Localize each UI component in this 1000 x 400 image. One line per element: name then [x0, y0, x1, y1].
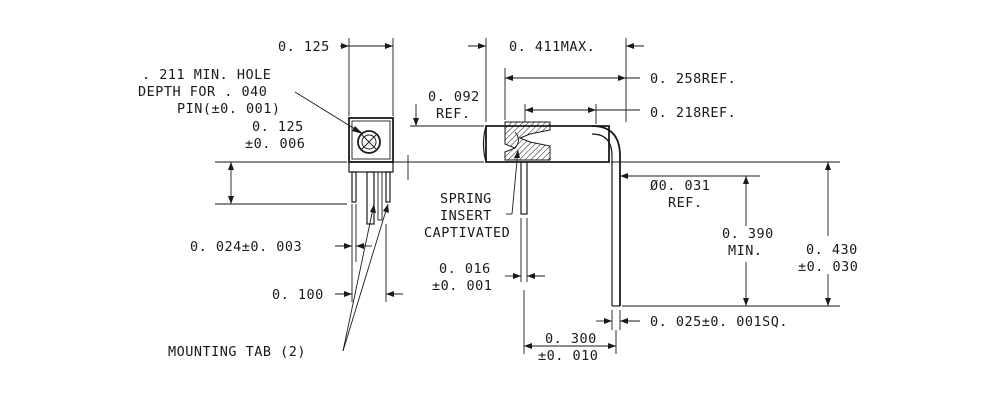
bent-pin-outer [591, 125, 621, 306]
dim-height-0125: 0. 125 ±0. 006 [215, 119, 410, 205]
end-view-base [348, 161, 394, 173]
label-pitch-0100: 0. 100 [272, 287, 324, 303]
label-0300-line2: ±0. 010 [538, 348, 598, 364]
label-0390-line1: 0. 390 [722, 226, 774, 242]
label-0430-line2: ±0. 030 [798, 259, 858, 275]
label-0430-line1: 0. 430 [806, 242, 858, 258]
dim-0390min: 0. 390 MIN. [622, 175, 840, 307]
dim-0411max: 0. 411MAX. [468, 38, 644, 122]
hole-callout: . 211 MIN. HOLE DEPTH FOR . 040 PIN(±0. … [138, 67, 364, 135]
label-spring-line3: CAPTIVATED [424, 225, 510, 241]
side-view [482, 121, 621, 307]
label-0390-line2: MIN. [728, 243, 763, 259]
label-0218ref: 0. 218REF. [650, 105, 736, 121]
end-view [348, 117, 394, 225]
mounting-tab-right [385, 171, 391, 203]
socket-hole-inner [361, 134, 377, 150]
dim-0258ref: 0. 258REF. [504, 68, 736, 120]
label-height-line1: 0. 125 [252, 119, 304, 135]
side-view-nose [482, 125, 487, 163]
label-spring-line1: SPRING [440, 191, 492, 207]
label-0031-line2: REF. [668, 195, 703, 211]
dim-pin-0016: 0. 016 ±0. 001 [432, 218, 545, 294]
label-sq-0025: 0. 025±0. 001SQ. [650, 314, 788, 330]
end-view-pin-2 [377, 171, 383, 221]
end-view-inner-edge [351, 120, 391, 160]
label-height-line2: ±0. 006 [245, 136, 305, 152]
mounting-tab-callout: MOUNTING TAB (2) [168, 203, 389, 360]
spring-contact-mark [361, 134, 377, 150]
label-0092-line2: REF. [436, 106, 471, 122]
spring-insert-hatch [504, 121, 551, 161]
side-view-body [485, 125, 610, 163]
spring-insert-callout: SPRING INSERT CAPTIVATED [424, 149, 520, 241]
label-0300-line1: 0. 300 [545, 331, 597, 347]
label-pin-0024: 0. 024±0. 003 [190, 239, 302, 255]
dim-0300: 0. 300 ±0. 010 [523, 290, 617, 364]
dim-width-0125: 0. 125 [278, 38, 394, 116]
dim-pin-0024: 0. 024±0. 003 [190, 204, 372, 262]
label-hole-line2: DEPTH FOR . 040 [138, 84, 267, 100]
dim-sq-0025: 0. 025±0. 001SQ. [596, 310, 788, 330]
label-0092-line1: 0. 092 [428, 89, 480, 105]
end-view-pin [366, 171, 375, 225]
dim-pitch-0100: 0. 100 [272, 224, 403, 303]
dim-0218ref: 0. 218REF. [524, 104, 736, 124]
mounting-tab-left [351, 171, 357, 203]
dim-0430: 0. 430 ±0. 030 [611, 161, 858, 306]
label-width-0125: 0. 125 [278, 39, 330, 55]
label-0016-line1: 0. 016 [439, 261, 491, 277]
bent-pin-inner [591, 133, 613, 306]
label-mounting-tab: MOUNTING TAB (2) [168, 344, 306, 360]
label-hole-line1: . 211 MIN. HOLE [142, 67, 271, 83]
dim-dia-0031: Ø0. 031 REF. [620, 173, 710, 211]
label-0411max: 0. 411MAX. [509, 39, 595, 55]
label-0258ref: 0. 258REF. [650, 71, 736, 87]
label-hole-line3: PIN(±0. 001) [177, 101, 281, 117]
dim-0092ref: 0. 092 REF. [410, 89, 484, 163]
label-spring-line2: INSERT [440, 208, 492, 224]
side-view-pin [520, 161, 528, 215]
socket-hole-outer [357, 130, 381, 154]
spring-insert-curve [514, 131, 519, 149]
label-0031-line1: Ø0. 031 [650, 178, 710, 194]
label-0016-line2: ±0. 001 [432, 278, 492, 294]
